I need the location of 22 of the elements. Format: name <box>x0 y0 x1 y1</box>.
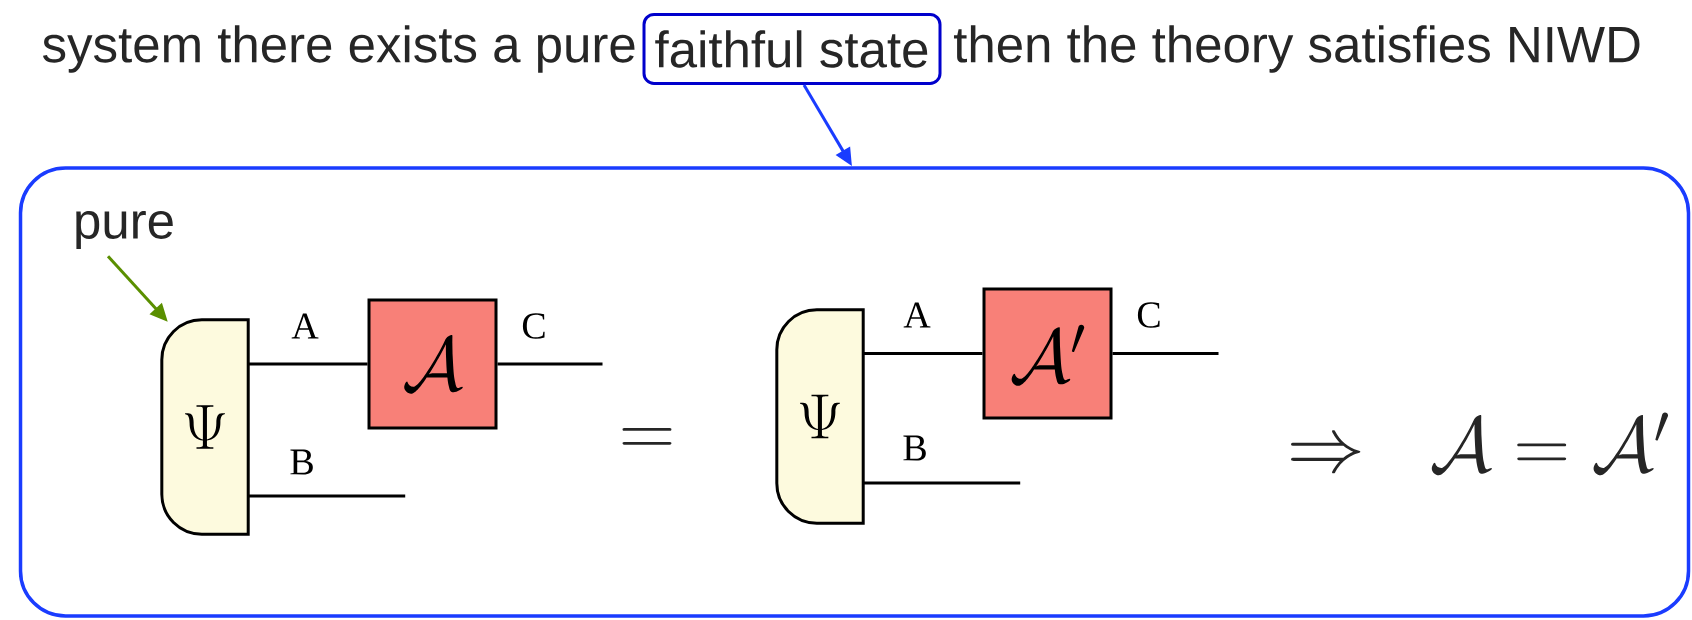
wire <box>248 494 406 498</box>
wire <box>1112 352 1219 355</box>
sentence-text: then the theory satisfies NIWD <box>954 25 1640 73</box>
wire-label: C <box>522 313 545 339</box>
wire <box>248 362 368 366</box>
wire-label: A <box>903 302 931 328</box>
wire-label: B <box>290 449 313 475</box>
panel-box <box>18 166 1691 618</box>
highlight-box: faithful state <box>642 13 942 85</box>
wire <box>863 352 983 355</box>
wire-label: B <box>903 435 926 461</box>
wire-label: A <box>291 313 319 339</box>
equation-text: $\Rightarrow\ \ \mathcal{A}=\mathcal{A}'$ <box>1291 412 1669 476</box>
wire-label: C <box>1137 302 1160 328</box>
wire <box>497 362 603 366</box>
equation-text: $=$ <box>622 428 672 445</box>
operation-box: $\mathcal{A}$ <box>367 298 498 430</box>
operation-box: $\mathcal{A}'$ <box>982 287 1113 420</box>
wire <box>863 481 1021 485</box>
annotation-text: pure <box>76 210 173 249</box>
state-box: $\Psi$ <box>775 308 865 525</box>
state-box: $\Psi$ <box>160 318 250 536</box>
